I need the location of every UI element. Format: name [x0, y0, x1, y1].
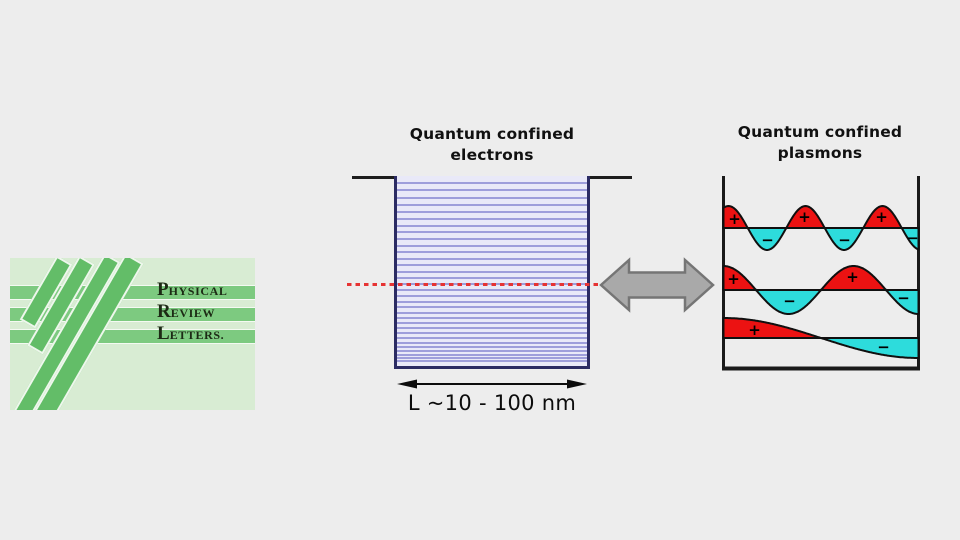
logo-initial: L: [157, 323, 170, 344]
coupling-arrow-shape: [599, 257, 715, 313]
energy-level-line: [397, 294, 587, 297]
well-left-shoulder: [352, 176, 395, 179]
plasmon-mode-1-negative-lobe: [722, 227, 920, 251]
energy-level-line: [397, 311, 587, 314]
logo-initial: R: [157, 301, 171, 322]
energy-level-line: [397, 182, 587, 184]
minus-charge-sign: −: [897, 289, 910, 307]
energy-level-line: [397, 288, 587, 291]
coupling-double-arrow-icon: [599, 257, 715, 313]
fermi-level-dashed-line: [347, 283, 603, 286]
minus-charge-sign: −: [838, 231, 851, 249]
plasmon-title-line1: Quantum confined: [737, 123, 903, 141]
energy-level-line: [397, 353, 587, 356]
energy-level-line: [397, 337, 587, 339]
plasmon-mode-3-positive-lobe: [722, 317, 920, 339]
well-width-arrow: [397, 379, 587, 389]
energy-level-line: [397, 244, 587, 247]
logo-initial: P: [157, 279, 169, 300]
minus-charge-sign: −: [783, 292, 796, 310]
energy-level-line: [397, 196, 587, 199]
plus-charge-sign: +: [798, 208, 811, 226]
energy-level-line: [397, 231, 587, 234]
plasmon-mode-2-positive-lobe: [722, 265, 920, 291]
well-width-label: L ~10 - 100 nm: [407, 391, 577, 415]
energy-level-line: [397, 251, 587, 254]
energy-level-line: [397, 217, 587, 220]
energy-level-line: [397, 210, 587, 213]
energy-level-line: [397, 238, 587, 241]
energy-level-line: [397, 224, 587, 227]
energy-level-line: [397, 332, 587, 335]
electron-title-line1: Quantum confined: [409, 125, 575, 143]
quantum-well: [394, 176, 590, 369]
energy-level-line: [397, 203, 587, 206]
minus-charge-sign: −: [761, 231, 774, 249]
energy-level-line: [397, 257, 587, 260]
minus-charge-sign: −: [877, 338, 890, 356]
logo-word-rest: ETTERS.: [169, 328, 225, 342]
energy-level-line: [397, 300, 587, 303]
logo-word-rest: HYSICAL: [168, 284, 228, 298]
energy-level-line: [397, 189, 587, 192]
electron-title-line2: electrons: [450, 146, 534, 164]
energy-level-line: [397, 264, 587, 267]
plasmon-mode-1-positive-lobe: [722, 205, 920, 229]
plus-charge-sign: +: [727, 270, 740, 288]
energy-level-line: [397, 322, 587, 325]
plus-charge-sign: +: [846, 268, 859, 286]
plus-charge-sign: +: [728, 210, 741, 228]
energy-level-line: [397, 317, 587, 320]
energy-level-line: [397, 306, 587, 309]
energy-level-line: [397, 345, 587, 348]
plasmon-title-line2: plasmons: [777, 144, 863, 162]
minus-charge-sign: −: [906, 229, 919, 247]
logo-word-rest: EVIEW: [170, 306, 216, 320]
plasmon-mode-2-negative-lobe: [722, 289, 920, 315]
energy-level-line: [397, 360, 587, 362]
energy-level-line: [397, 341, 587, 344]
plasmon-panel-title: Quantum confined plasmons: [670, 122, 960, 164]
plus-charge-sign: +: [748, 321, 761, 339]
electron-panel-title: Quantum confined electrons: [342, 124, 642, 166]
energy-level-line: [397, 327, 587, 330]
energy-level-line: [397, 270, 587, 273]
energy-level-line: [397, 357, 587, 360]
energy-level-line: [397, 349, 587, 352]
energy-level-line: [397, 276, 587, 279]
plus-charge-sign: +: [875, 208, 888, 226]
plasmon-box: +−+−+−+−+−+−: [722, 176, 920, 371]
well-right-shoulder: [589, 176, 632, 179]
